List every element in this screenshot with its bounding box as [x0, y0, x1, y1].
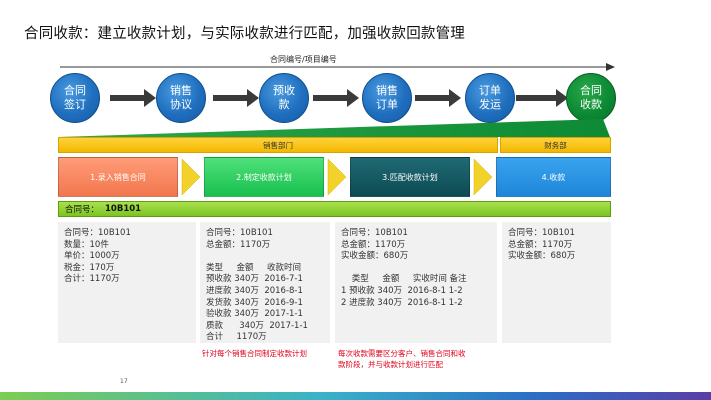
stage-label: 销售 订单	[376, 84, 398, 111]
step-label: 1.录入销售合同	[90, 172, 146, 182]
panel-collection-detail: 合同号：10B101 总金额：1170万 实收金额：680万	[502, 222, 611, 343]
panel-match-detail: 合同号：10B101 总金额：1170万 实收金额：680万 类型 金额 实收时…	[335, 222, 497, 343]
contract-number-bar: 合同号： 10B101	[58, 201, 611, 217]
stage-label: 预收 款	[273, 84, 295, 111]
step-label: 4.收款	[541, 172, 566, 182]
dept-sales-bar: 销售部门	[58, 137, 498, 153]
dept-sales-label: 销售部门	[263, 140, 293, 150]
step-make-plan: 2.制定收款计划	[204, 157, 324, 197]
stage-order-shipping: 订单 发运	[465, 73, 515, 123]
step-chevrons	[181, 158, 493, 196]
panel-contract-detail: 合同号：10B101 数量：10件 单价：1000万 税金：170万 合计：11…	[58, 222, 196, 343]
contract-number-value: 10B101	[105, 204, 142, 214]
panel-collection-plan: 合同号：10B101 总金额：1170万 类型 金额 收款时间 预收款 340万…	[200, 222, 330, 343]
note-match: 每次收款需要区分客户、销售合同和收 款阶段，并与收款计划进行匹配	[338, 349, 466, 369]
step-enter-contract: 1.录入销售合同	[58, 157, 178, 197]
dept-finance-label: 财务部	[544, 140, 567, 150]
note-plan: 针对每个销售合同制定收款计划	[202, 349, 307, 358]
footer-gradient-bar	[0, 392, 711, 400]
stage-prepayment: 预收 款	[259, 73, 309, 123]
step-label: 2.制定收款计划	[236, 172, 292, 182]
stage-label: 订单 发运	[479, 84, 501, 111]
contract-axis-label: 合同编号/项目编号	[270, 55, 337, 64]
flow-arrows	[110, 89, 568, 107]
dept-finance-bar: 财务部	[500, 137, 611, 153]
page-number: 17	[120, 378, 128, 385]
step-match-plan: 3.匹配收款计划	[350, 157, 470, 197]
stage-sales-agreement: 销售 协议	[156, 73, 206, 123]
stage-contract-signing: 合同 签订	[50, 73, 100, 123]
stage-contract-collection: 合同 收款	[566, 73, 616, 123]
stage-label: 合同 收款	[580, 84, 602, 111]
stage-label: 合同 签订	[64, 84, 86, 111]
contract-axis-arrow	[60, 63, 615, 71]
step-collection: 4.收款	[496, 157, 611, 197]
progress-wedge	[58, 119, 610, 137]
stage-label: 销售 协议	[170, 84, 192, 111]
page-title: 合同收款：建立收款计划，与实际收款进行匹配，加强收款回款管理	[24, 26, 465, 42]
stage-sales-order: 销售 订单	[362, 73, 412, 123]
contract-number-label: 合同号：	[65, 205, 100, 215]
step-label: 3.匹配收款计划	[382, 172, 438, 182]
